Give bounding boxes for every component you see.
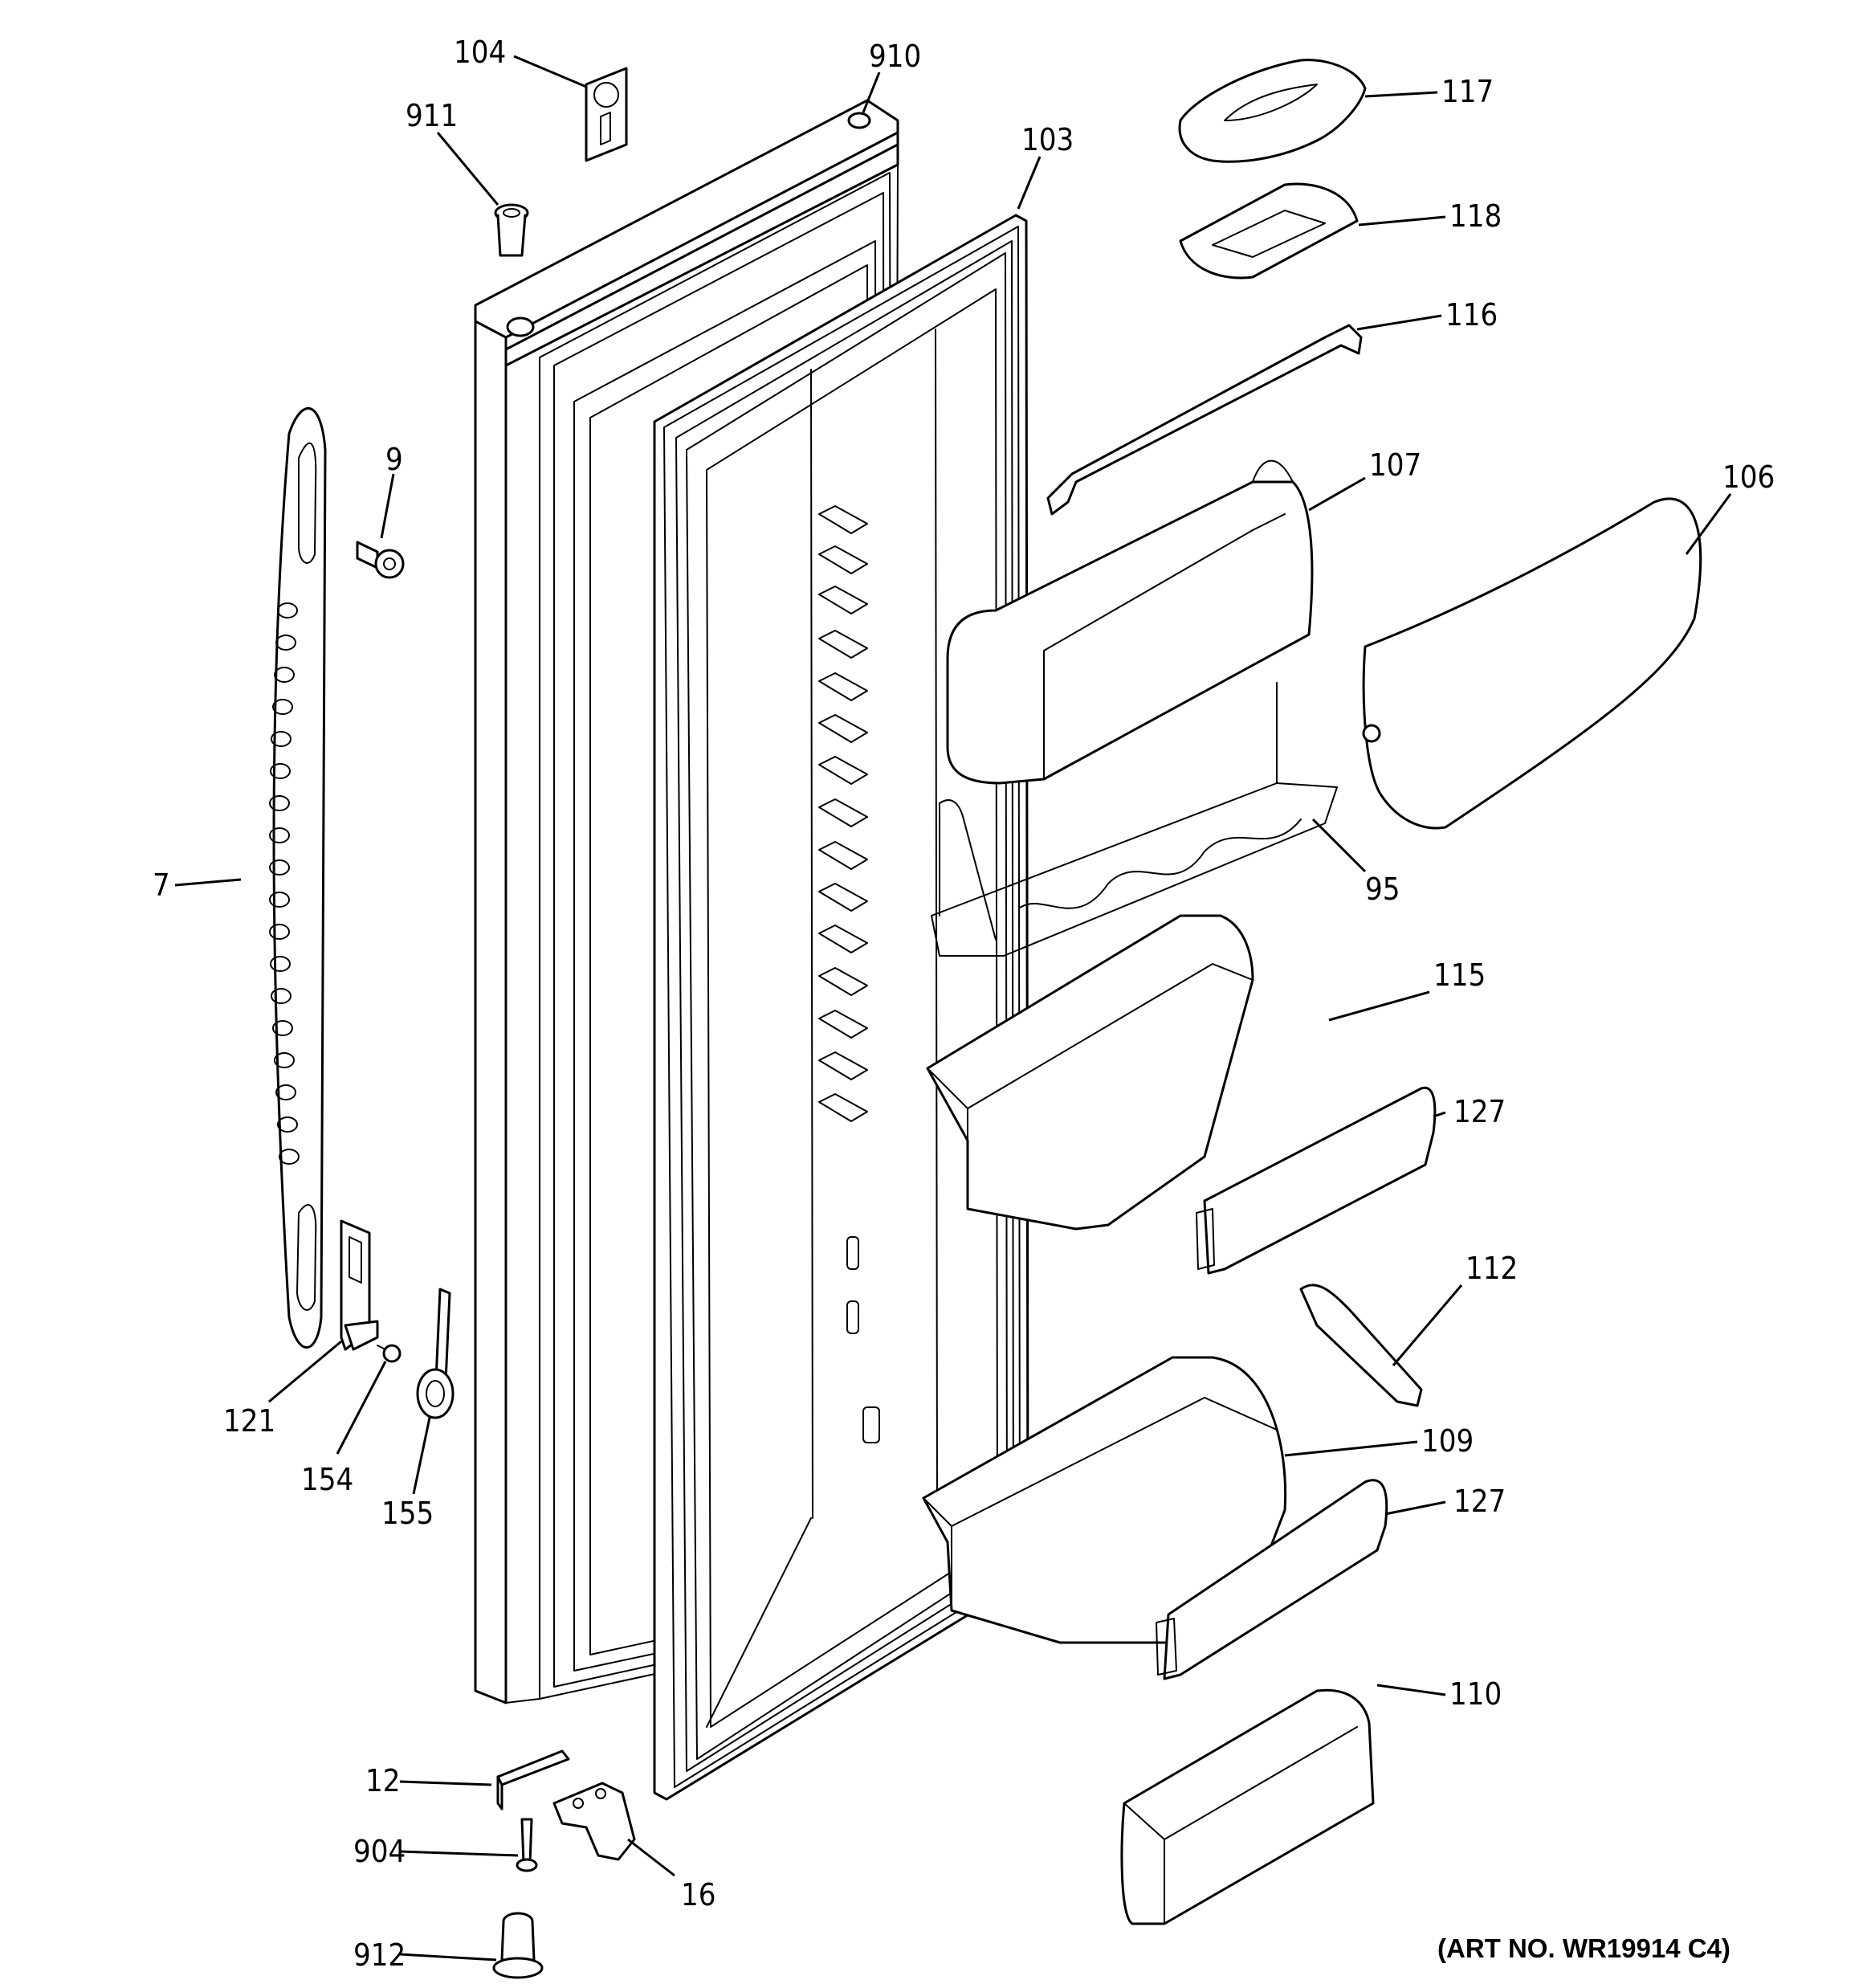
callout-110: 110 [1449, 1676, 1502, 1712]
part-118-dairy-tray [1179, 182, 1359, 280]
callout-910: 910 [869, 39, 921, 74]
callout-109: 109 [1421, 1423, 1474, 1459]
part-16-hinge-bracket [552, 1782, 636, 1861]
callout-127-lower: 127 [1453, 1484, 1506, 1519]
part-9-screw [356, 541, 405, 579]
part-112-bin-end-cap [1299, 1284, 1423, 1407]
callout-121: 121 [223, 1403, 275, 1439]
callout-118: 118 [1449, 198, 1502, 234]
part-115-door-bin [926, 914, 1254, 1231]
callout-7: 7 [153, 867, 170, 903]
callout-104: 104 [454, 35, 506, 70]
callout-112: 112 [1466, 1251, 1518, 1286]
callout-106: 106 [1722, 459, 1775, 495]
part-911-bushing [494, 203, 529, 257]
part-12-hinge-shim [496, 1749, 570, 1810]
callout-16: 16 [681, 1877, 716, 1912]
part-117-dairy-cover [1178, 59, 1367, 163]
callout-labels: 104 910 911 103 117 118 116 9 107 106 7 … [153, 35, 1775, 1973]
part-107-door-bin [946, 459, 1314, 785]
callout-115: 115 [1433, 957, 1486, 993]
leader-lines [174, 55, 1732, 1961]
part-127-bin-front-lower [1156, 1479, 1388, 1680]
part-95-wire-rack [931, 682, 1338, 957]
part-121-handle-bracket [340, 1219, 379, 1351]
callout-103: 103 [1021, 122, 1074, 157]
part-904-screw [516, 1818, 538, 1872]
callout-9: 9 [385, 442, 403, 477]
part-104-badge [585, 67, 628, 162]
callout-154: 154 [301, 1462, 353, 1497]
part-116-bin-rail [1046, 324, 1363, 516]
callout-912: 912 [353, 1937, 406, 1973]
callout-116: 116 [1445, 297, 1498, 333]
liner-shelf-ribs [818, 505, 868, 1122]
part-154-screw [377, 1344, 402, 1363]
callout-155: 155 [381, 1496, 434, 1531]
part-127-bin-front-upper [1196, 1086, 1437, 1275]
callout-904: 904 [353, 1834, 406, 1869]
handle-grip-texture [269, 602, 300, 1165]
part-155-door-stop [416, 1288, 455, 1419]
callout-95: 95 [1365, 872, 1400, 907]
callout-127-upper: 127 [1453, 1094, 1506, 1129]
callout-12: 12 [365, 1763, 401, 1798]
callout-107: 107 [1369, 447, 1421, 483]
art-number: (ART NO. WR19914 C4) [1437, 1933, 1731, 1963]
part-110-door-bin [1120, 1688, 1375, 1925]
callout-117: 117 [1441, 74, 1494, 109]
part-7-door-handle [269, 407, 327, 1349]
part-912-hinge-pin [492, 1912, 544, 1979]
callout-911: 911 [406, 98, 458, 133]
part-106-utility-compartment-door [1362, 497, 1702, 830]
